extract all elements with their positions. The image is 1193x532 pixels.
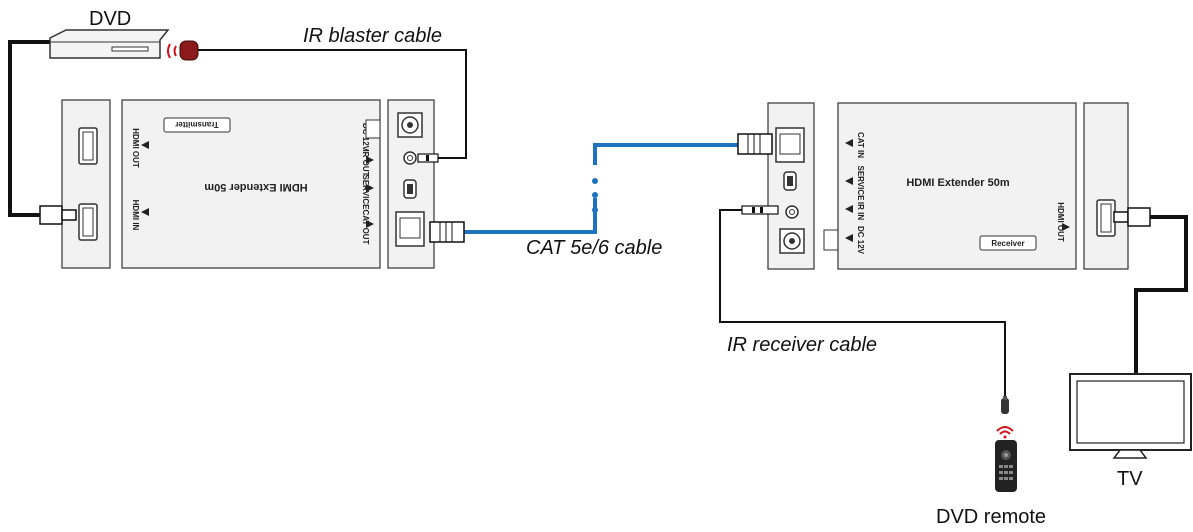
transmitter-ports-panel	[387, 99, 435, 269]
ir-receiver-eye-icon	[1001, 396, 1009, 414]
cat-cable	[462, 198, 597, 234]
receiver-dc-tab	[823, 229, 839, 251]
transmitter-port-cat-out: CAT OUT	[361, 210, 370, 245]
rj45-plug-icon	[429, 221, 465, 243]
hdmi-cable-dvd	[8, 40, 50, 217]
cat-cable-dot	[592, 207, 598, 213]
receiver-port-dc: DC 12V	[856, 226, 865, 255]
receiver-port-ir-in: IR IN	[856, 202, 865, 220]
transmitter-port-service: SERVICE	[361, 175, 370, 211]
transmitter-badge: Transmitter	[163, 117, 231, 133]
cat-cable-dot	[592, 192, 598, 198]
transmitter-badge-text: Transmitter	[175, 120, 219, 129]
ir-blaster-cable	[196, 49, 467, 159]
hdmi-plug-icon	[39, 205, 77, 225]
ir-blaster-head-icon	[167, 40, 199, 61]
receiver-port-service: SERVICE	[856, 166, 865, 202]
transmitter-port-ir-out: IR OUT	[361, 149, 370, 176]
ir-receiver-cable	[719, 209, 1006, 398]
receiver-title: HDMI Extender 50m	[906, 177, 1010, 189]
receiver-port-cat-in: CAT IN	[856, 132, 865, 158]
rj45-plug-icon	[737, 133, 773, 155]
hdmi-cable-tv	[1134, 215, 1188, 374]
transmitter-title: HDMI Extender 50m	[204, 181, 308, 193]
transmitter-port-hdmi-in: HDMI IN	[131, 200, 140, 231]
transmitter-port-hdmi-out: HDMI OUT	[131, 128, 140, 168]
tv-icon	[1069, 373, 1192, 459]
cat-cable-dot	[592, 178, 598, 184]
dvd-player-icon	[49, 29, 170, 59]
arrow-icon	[845, 139, 1070, 242]
ir-jack-icon	[417, 153, 439, 163]
ir-jack-icon	[741, 205, 779, 215]
receiver-badge: Receiver	[979, 235, 1037, 251]
label-tv: TV	[1117, 468, 1143, 490]
transmitter-dc-tab	[365, 119, 381, 139]
remote-control-icon	[995, 440, 1017, 492]
label-cat-cable: CAT 5e/6 cable	[526, 237, 662, 259]
label-dvd: DVD	[89, 8, 131, 30]
ir-signal-icon	[996, 426, 1014, 439]
transmitter-hdmi-panel	[61, 99, 111, 269]
label-ir-blaster-cable: IR blaster cable	[303, 25, 442, 47]
receiver-port-hdmi-out: HDMI OUT	[1056, 202, 1065, 242]
cat-cable-rx	[593, 143, 740, 165]
receiver-badge-text: Receiver	[991, 239, 1024, 248]
label-ir-receiver-cable: IR receiver cable	[727, 334, 877, 356]
label-dvd-remote: DVD remote	[936, 506, 1046, 528]
receiver-ports-panel	[767, 102, 815, 270]
receiver-hdmi-panel	[1083, 102, 1129, 270]
hdmi-plug-icon	[1113, 207, 1151, 227]
